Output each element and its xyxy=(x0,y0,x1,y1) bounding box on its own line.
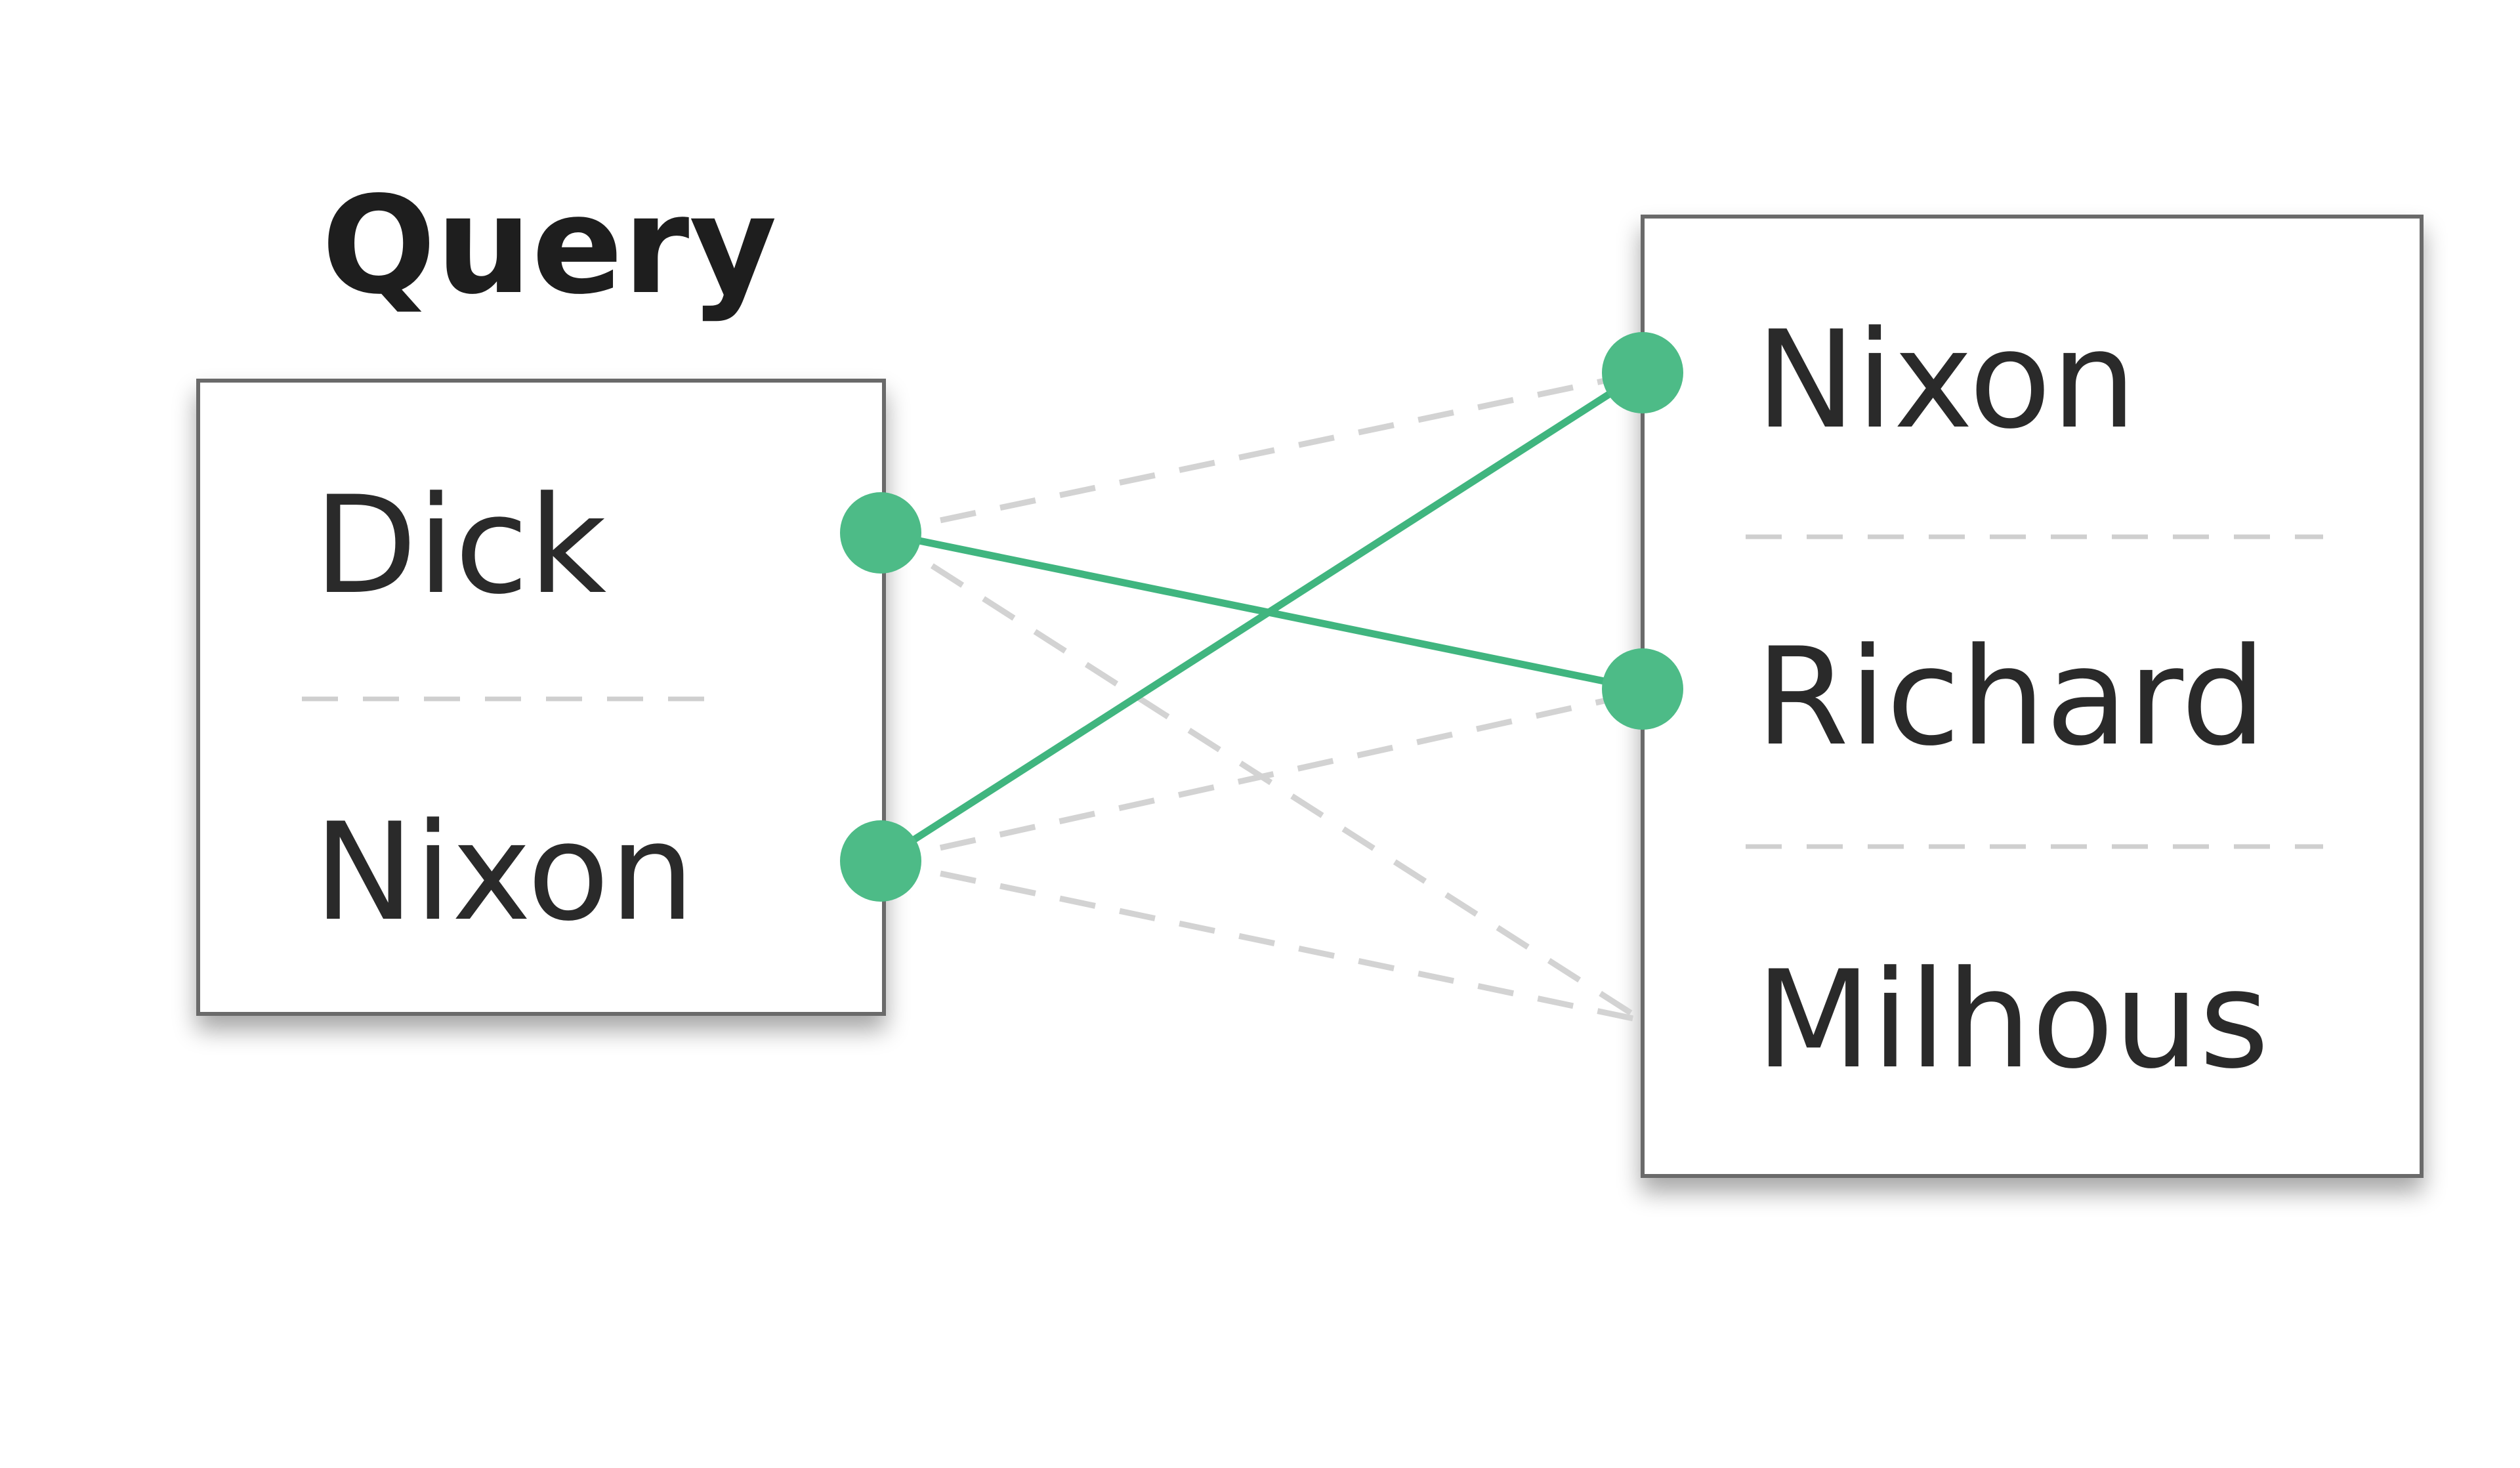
candidate-node-richard xyxy=(1602,648,1683,730)
weak-link-nixon-richard xyxy=(880,689,1643,864)
strong-links xyxy=(879,369,1645,864)
query-box: Dick Nixon xyxy=(196,379,886,1016)
candidate-token-milhous: Milhous xyxy=(1755,942,2269,1099)
candidate-token-richard: Richard xyxy=(1755,619,2266,776)
query-token-nixon: Nixon xyxy=(314,795,695,951)
query-token-dick: Dick xyxy=(314,468,607,624)
strong-link-nixon-nixon xyxy=(879,369,1645,864)
query-title: Query xyxy=(322,168,777,324)
candidate-token-nixon: Nixon xyxy=(1755,303,2137,459)
candidate-box-frame xyxy=(1641,215,2424,1178)
weak-links xyxy=(879,369,1645,1024)
link-nodes xyxy=(840,332,1683,902)
weak-link-nixon-milhous xyxy=(880,858,1643,1024)
candidate-box: Nixon Richard Milhous xyxy=(1641,215,2424,1178)
candidate-node-nixon xyxy=(1602,332,1683,413)
weak-link-dick-nixon xyxy=(880,369,1643,536)
query-node-dick xyxy=(840,492,921,574)
strong-link-dick-richard xyxy=(879,529,1644,693)
query-node-nixon xyxy=(840,820,921,902)
